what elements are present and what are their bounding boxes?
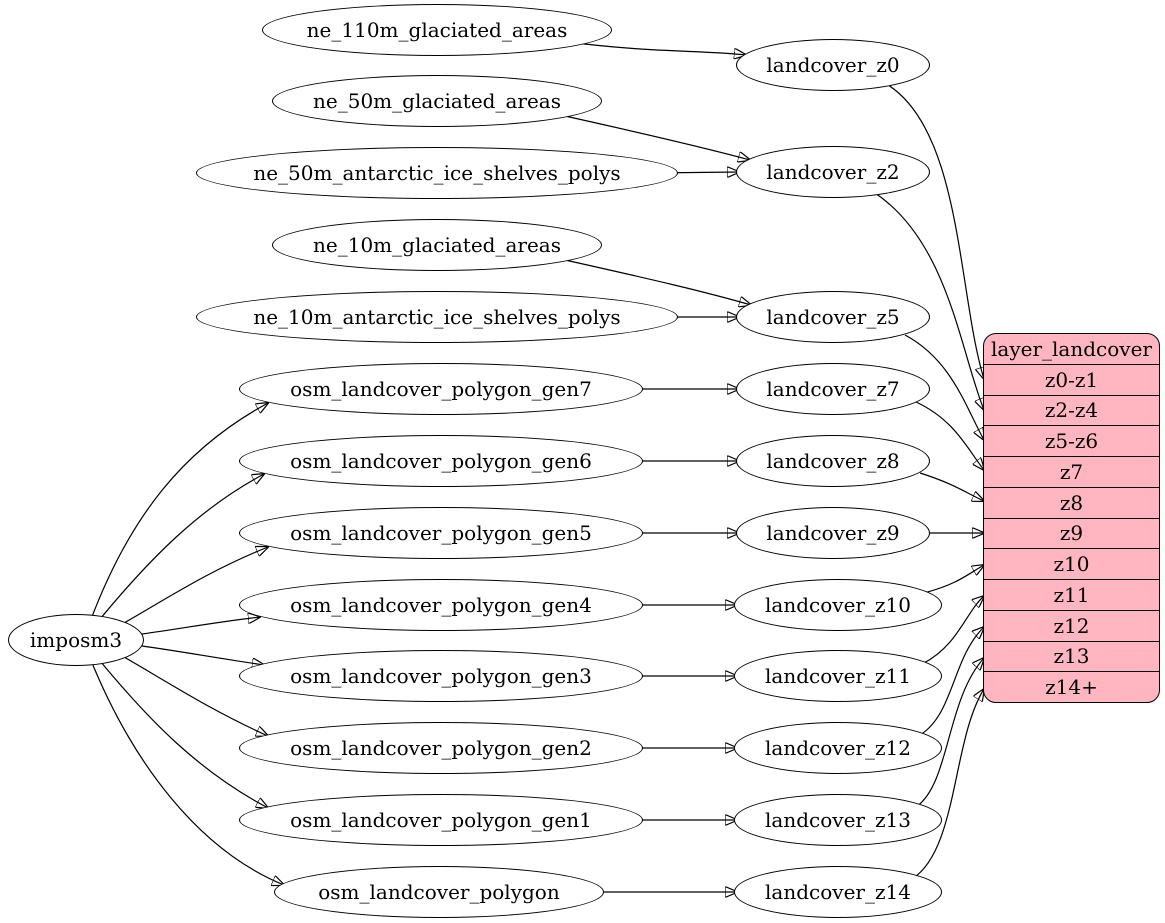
edge-ne50m-glac-z2 — [555, 113, 750, 160]
edge-z0-row — [887, 84, 984, 379]
table-row-z2-z4: z2-z4 — [984, 394, 1159, 426]
table-row-z13: z13 — [984, 640, 1159, 672]
node-imposm3: imposm3 — [8, 614, 144, 666]
edge-imposm3-gen7 — [89, 403, 268, 623]
edge-imposm3-gen1 — [95, 655, 268, 808]
node-osm_landcover_polygon_gen3: osm_landcover_polygon_gen3 — [239, 650, 643, 702]
table-row-z9: z9 — [984, 517, 1159, 549]
node-landcover_z14: landcover_z14 — [734, 866, 942, 918]
node-osm_landcover_polygon: osm_landcover_polygon — [274, 866, 604, 918]
node-osm_landcover_polygon_gen4: osm_landcover_polygon_gen4 — [239, 579, 643, 631]
edge-z14-row — [911, 689, 984, 880]
node-landcover_z11: landcover_z11 — [734, 650, 942, 702]
edge-z11-row — [923, 596, 984, 664]
edge-z8-row — [919, 472, 984, 501]
edge-imposm3-gen5 — [111, 547, 268, 631]
edge-imposm3-gen4 — [141, 617, 260, 635]
node-landcover_z12: landcover_z12 — [734, 722, 942, 774]
node-ne_10m_glaciated_areas: ne_10m_glaciated_areas — [272, 219, 602, 271]
node-landcover_z2: landcover_z2 — [736, 146, 930, 198]
edge-z13-row — [915, 658, 984, 808]
table-layer_landcover: layer_landcover z0-z1 z2-z4 z5-z6 z7 z8 … — [983, 333, 1160, 703]
table-row-z10: z10 — [984, 548, 1159, 579]
edge-z7-row — [915, 401, 984, 470]
node-osm_landcover_polygon_gen2: osm_landcover_polygon_gen2 — [239, 722, 643, 774]
node-ne_10m_antarctic_ice_shelves_polys: ne_10m_antarctic_ice_shelves_polys — [196, 291, 678, 343]
edge-ne10m-glac-z5 — [555, 257, 751, 305]
table-row-z14plus: z14+ — [984, 671, 1159, 702]
table-title: layer_landcover — [991, 336, 1152, 361]
table-row-z11: z11 — [984, 579, 1159, 610]
edge-imposm3-gen2 — [111, 649, 268, 736]
edge-ne110m-z0 — [559, 40, 746, 55]
node-landcover_z8: landcover_z8 — [736, 435, 930, 487]
edge-z10-row — [923, 565, 984, 594]
edge-z5-row — [904, 334, 984, 440]
table-row-z0-z1: z0-z1 — [984, 363, 1159, 395]
node-ne_50m_glaciated_areas: ne_50m_glaciated_areas — [272, 75, 602, 127]
table-row-z7: z7 — [984, 456, 1159, 487]
edge-imposm3-gen6 — [95, 474, 264, 625]
table-row-z5-z6: z5-z6 — [984, 425, 1159, 456]
edge-imposm3-gen3 — [141, 645, 264, 665]
edge-z2-row — [874, 192, 984, 410]
node-landcover_z5: landcover_z5 — [736, 291, 930, 343]
node-landcover_z13: landcover_z13 — [734, 794, 942, 846]
node-landcover_z9: landcover_z9 — [736, 507, 930, 559]
table-row-z8: z8 — [984, 486, 1159, 518]
node-osm_landcover_polygon_gen7: osm_landcover_polygon_gen7 — [239, 363, 643, 415]
node-landcover_z10: landcover_z10 — [734, 579, 942, 631]
node-ne_50m_antarctic_ice_shelves_polys: ne_50m_antarctic_ice_shelves_polys — [196, 147, 678, 199]
node-ne_110m_glaciated_areas: ne_110m_glaciated_areas — [262, 4, 612, 56]
node-osm_landcover_polygon_gen1: osm_landcover_polygon_gen1 — [239, 794, 643, 846]
node-landcover_z0: landcover_z0 — [736, 39, 930, 91]
edge-imposm3-polygon — [89, 657, 284, 885]
node-osm_landcover_polygon_gen5: osm_landcover_polygon_gen5 — [239, 507, 643, 559]
edge-z12-row — [919, 627, 984, 736]
table-row-z12: z12 — [984, 609, 1159, 641]
node-osm_landcover_polygon_gen6: osm_landcover_polygon_gen6 — [239, 435, 643, 487]
node-landcover_z7: landcover_z7 — [736, 363, 930, 415]
